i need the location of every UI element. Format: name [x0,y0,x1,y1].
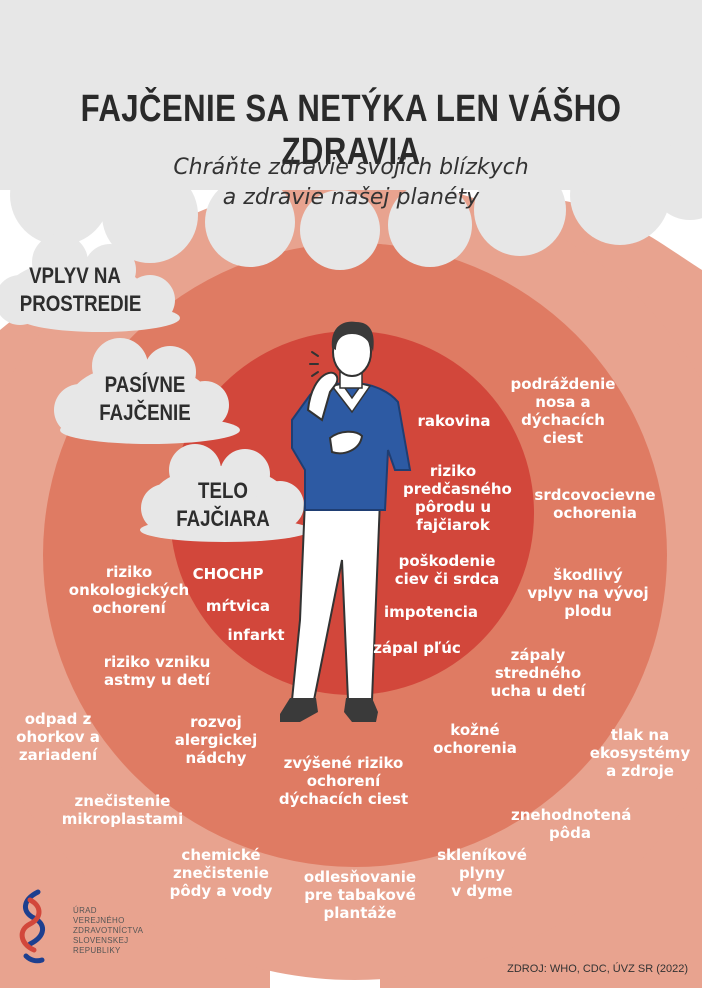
label-impotencia: impotencia [384,603,478,621]
passive-cloud [54,338,240,444]
hand-mouth [306,371,339,422]
cloud-label-line: PASÍVNE [104,372,186,397]
cloud-label-line: PROSTREDIE [19,291,142,316]
cloud-label-passive: PASÍVNE FAJČENIE [90,371,201,427]
cloud-label-line: FAJČENIE [99,400,191,425]
trousers [290,499,382,701]
smoking-man-illustration [280,321,412,722]
label-chochp: CHOCHP [192,565,264,583]
shoe-left [280,698,318,722]
page-subtitle: Chráňte zdravie svojich blízkych a zdrav… [0,153,702,213]
uvz-logo-icon [19,889,45,964]
top-cloud [0,0,702,270]
cloud-label-line: VPLYV NA [29,263,121,288]
cloud-label-smoker: TELO FAJČIARA [168,477,279,533]
cough-marks [309,351,319,377]
subtitle-line: Chráňte zdravie svojich blízkych [173,155,529,180]
label-mrtvica: mŕtvica [205,597,271,615]
environment-cloud [0,234,180,332]
source-note: ZDROJ: WHO, CDC, ÚVZ SR (2022) [507,963,688,975]
cloud-label-line: FAJČIARA [176,506,270,531]
shoe-right [344,698,378,722]
label-rakovina: rakovina [417,412,491,430]
cloud-label-line: TELO [198,478,248,503]
page-title: FAJČENIE SA NETÝKA LEN VÁŠHO ZDRAVIA [80,88,622,173]
label-infarkt: infarkt [227,626,285,644]
subtitle-line: a zdravie našej planéty [222,185,480,210]
hair [331,321,374,352]
label-zapal-pluc: zápal pľúc [373,639,461,657]
cloud-label-environment: VPLYV NA PROSTREDIE [19,262,142,318]
smoker-cloud [140,444,310,542]
hand-chest [328,430,364,455]
